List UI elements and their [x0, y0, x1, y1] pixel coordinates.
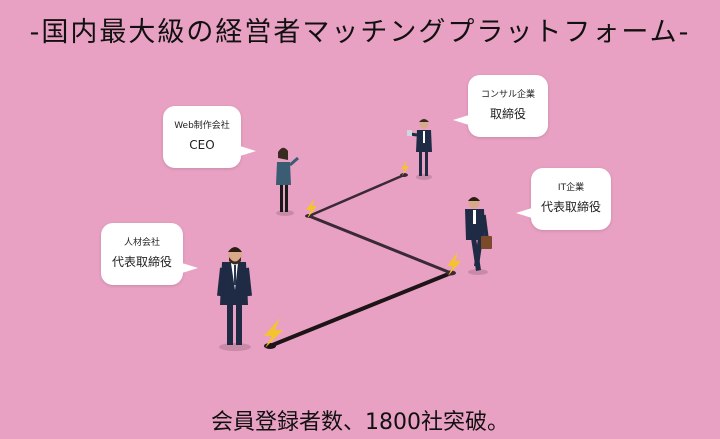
lightning-bolt-icon [447, 252, 461, 276]
bubble-role: Web制作会社 [174, 121, 230, 131]
lightning-bolt-icon [306, 198, 317, 219]
figure-consul-director [407, 119, 432, 180]
node-dot [264, 343, 276, 349]
lightning-bolt-icon [401, 160, 409, 176]
bubble-web-ceo: Web制作会社 CEO [163, 106, 256, 168]
lightning-bolt-icon [264, 318, 283, 348]
connection-line [269, 271, 452, 348]
bubble-tail [182, 263, 198, 273]
bubble-consul-director: コンサル企業 取締役 [453, 75, 548, 137]
node-dot [446, 270, 456, 276]
bubble-title: CEO [189, 138, 215, 152]
bubble-role: 人材会社 [123, 238, 160, 248]
nodes [264, 173, 456, 349]
bubble-role: コンサル企業 [480, 90, 535, 100]
bubble-title: 代表取締役 [540, 200, 601, 214]
lightning-bolts [264, 160, 461, 348]
bubble-role: IT企業 [557, 183, 585, 193]
connection-lines [269, 173, 452, 348]
bubble-tail [453, 115, 469, 125]
node-dot [400, 173, 408, 177]
figure-it-ceo [465, 197, 492, 275]
headline: -国内最大級の経営者マッチングプラットフォーム- [29, 17, 691, 48]
bubble-tail [240, 146, 256, 156]
bubble-it-ceo: IT企業 代表取締役 [516, 168, 611, 230]
figure-hr-ceo [217, 247, 252, 351]
bubble-title: 取締役 [489, 107, 526, 121]
member-count-caption: 会員登録者数、1800社突破。 [211, 410, 509, 435]
bubble-hr-ceo: 人材会社 代表取締役 [101, 223, 198, 285]
connection-line [308, 214, 452, 275]
bubble-tail [516, 208, 532, 218]
figure-web-ceo [276, 147, 299, 216]
connection-line [308, 173, 405, 218]
bubble-title: 代表取締役 [111, 255, 172, 269]
